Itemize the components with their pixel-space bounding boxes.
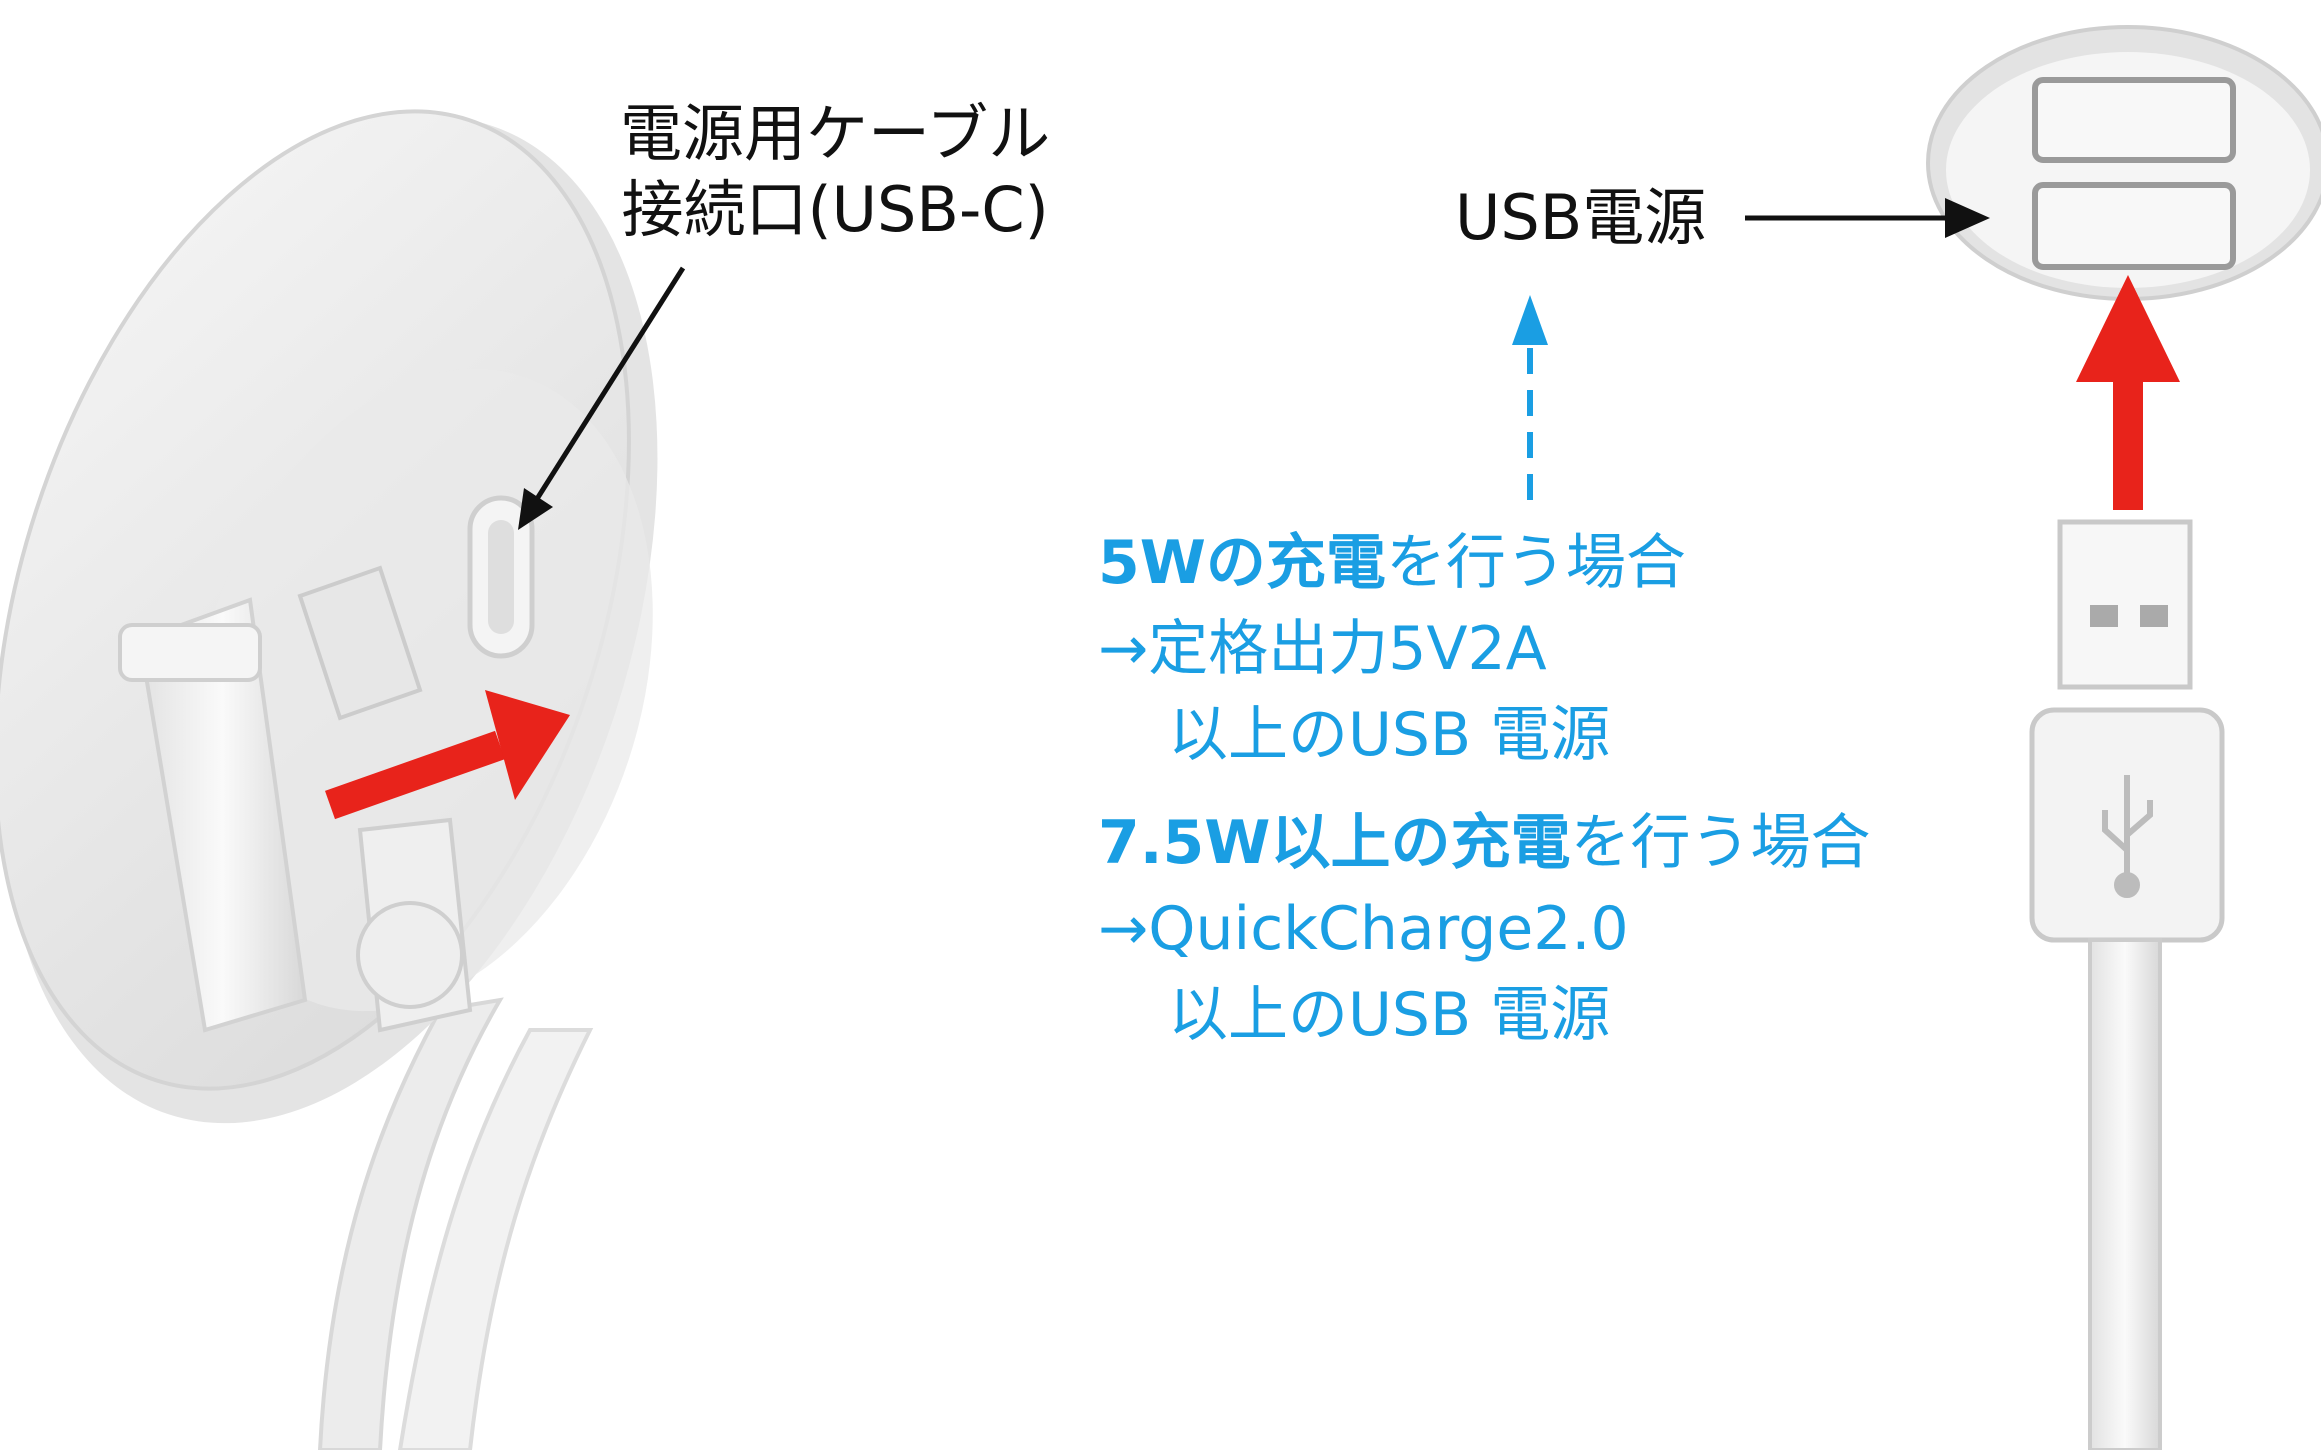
case-5w-heading-bold: 5Wの充電 bbox=[1098, 528, 1386, 598]
insert-arrow-red bbox=[325, 690, 570, 820]
usb-a-port-bottom bbox=[2032, 182, 2236, 270]
usb-power-adapter bbox=[1926, 25, 2321, 301]
port-pointer-arrow bbox=[518, 266, 686, 530]
case-75w-line2: →QuickCharge2.0 bbox=[1098, 894, 1629, 964]
usb-a-plug bbox=[2029, 519, 2225, 1450]
case-5w-line2: →定格出力5V2A bbox=[1098, 614, 1547, 684]
dial-button bbox=[356, 901, 464, 1009]
case-5w-line3: 以上のUSB 電源 bbox=[1168, 700, 1611, 770]
case-75w-block: 7.5W以上の充電を行う場合 →QuickCharge2.0 以上のUSB 電源 bbox=[1098, 800, 1870, 1058]
case-5w-heading: 5Wの充電を行う場合 bbox=[1098, 520, 1686, 606]
case-5w-heading-rest: を行う場合 bbox=[1385, 528, 1686, 598]
cable-port-line1: 電源用ケーブル bbox=[620, 97, 1051, 170]
usb-icon bbox=[2102, 775, 2153, 898]
case-75w-line3: 以上のUSB 電源 bbox=[1168, 980, 1611, 1050]
case-75w-heading: 7.5W以上の充電を行う場合 bbox=[1098, 800, 1870, 886]
case-75w-heading-rest: を行う場合 bbox=[1570, 808, 1871, 878]
usb-a-port-top bbox=[2032, 77, 2236, 163]
charger-device bbox=[0, 109, 658, 1450]
usb-power-label: USB電源 bbox=[1455, 181, 1707, 254]
cable-port-label: 電源用ケーブル 接続口(USB-C) bbox=[620, 96, 1050, 248]
case-75w-heading-bold: 7.5W以上の充電 bbox=[1098, 808, 1571, 878]
usb-power-pointer-arrow bbox=[1745, 198, 1990, 238]
case-5w-block: 5Wの充電を行う場合 →定格出力5V2A 以上のUSB 電源 bbox=[1098, 520, 1686, 778]
cable-port-line2: 接続口(USB-C) bbox=[621, 173, 1049, 246]
dashed-arrow-blue bbox=[1512, 295, 1548, 500]
plug-in-arrow-red bbox=[2076, 275, 2180, 510]
